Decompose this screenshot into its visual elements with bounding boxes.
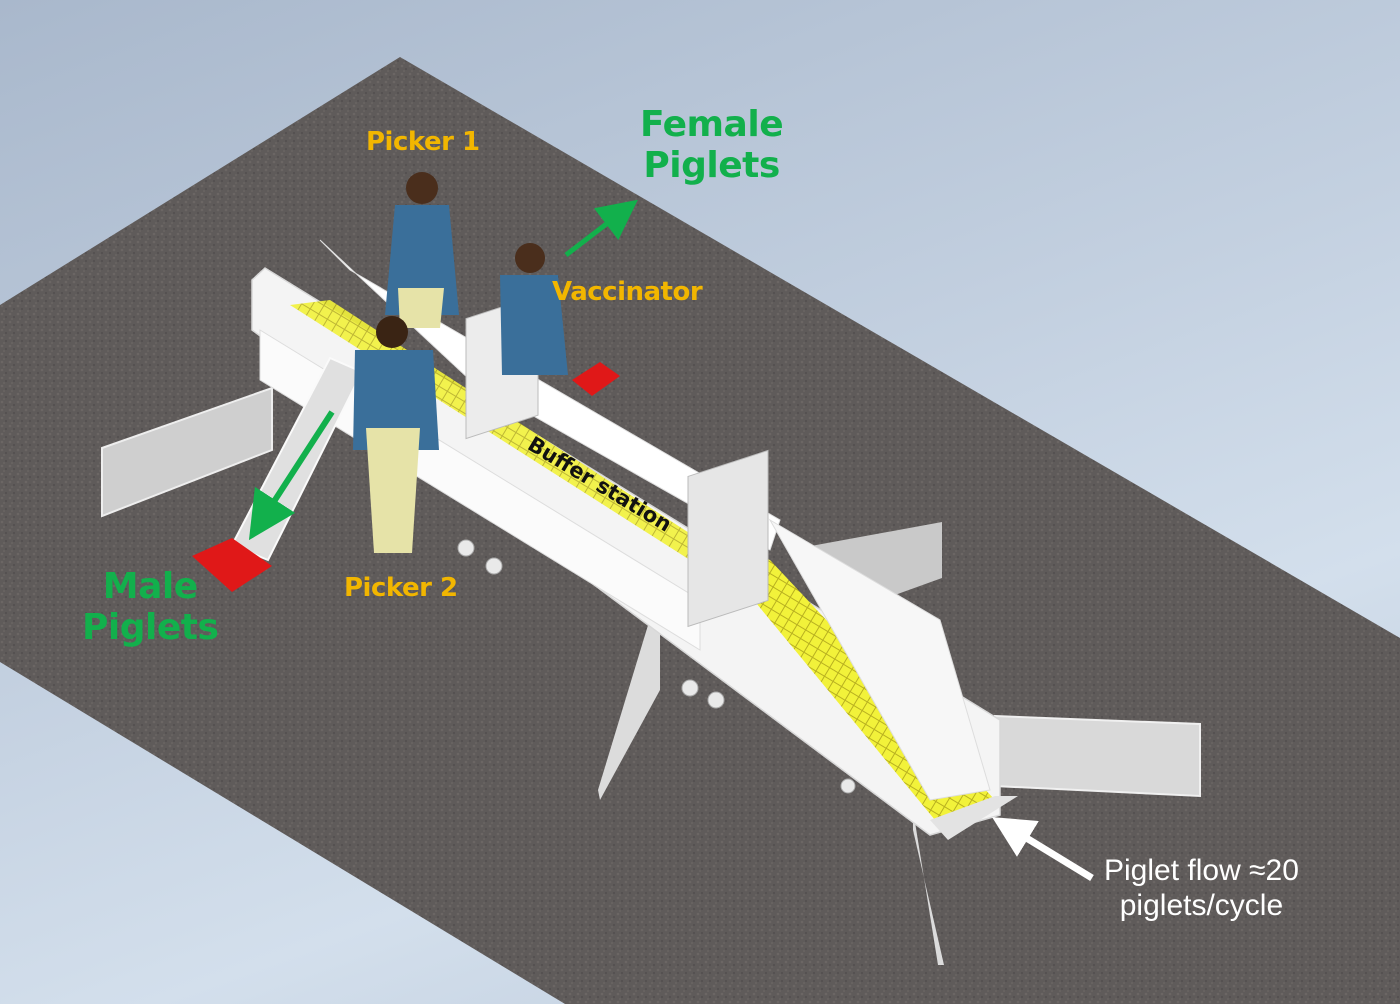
gate-panel-far-right [994, 714, 1201, 798]
label-vaccinator: Vaccinator [552, 277, 703, 307]
wheels [457, 539, 856, 794]
label-male-piglets: Male Piglets [82, 566, 219, 649]
picker-2-figure [353, 316, 439, 553]
gate-panel-mid-right [800, 522, 942, 604]
gate-panel-front-left [598, 602, 660, 800]
label-flow-line1: Piglet flow ≈20 [1104, 854, 1299, 887]
vaccinator-figure [500, 243, 568, 375]
label-flow-line2: piglets/cycle [1119, 888, 1284, 922]
conveyor-main-body [251, 267, 1001, 836]
male-direction-arrow [248, 410, 335, 541]
picker-1-figure [385, 172, 459, 328]
label-male-line2: Piglets [82, 607, 219, 649]
label-male-line1: Male [102, 566, 198, 607]
entry-ramp [930, 796, 1018, 840]
label-picker-1: Picker 1 [366, 127, 480, 157]
buffer-frame [687, 449, 769, 628]
label-picker-2: Picker 2 [344, 573, 458, 603]
label-female-line2: Piglets [643, 145, 780, 187]
gate-panel-left [101, 386, 273, 518]
conveyor-end-wall [768, 518, 991, 801]
label-female-piglets: Female Piglets [640, 104, 784, 187]
female-direction-arrow [564, 199, 638, 257]
male-exit-pad [192, 538, 272, 592]
label-piglet-flow: Piglet flow ≈20 piglets/cycle [1104, 854, 1299, 923]
piglet-inflow-arrow [992, 817, 1094, 881]
label-female-line1: Female [640, 104, 784, 145]
female-exit-pad [572, 362, 620, 396]
conveyor-back-wall [319, 239, 781, 551]
